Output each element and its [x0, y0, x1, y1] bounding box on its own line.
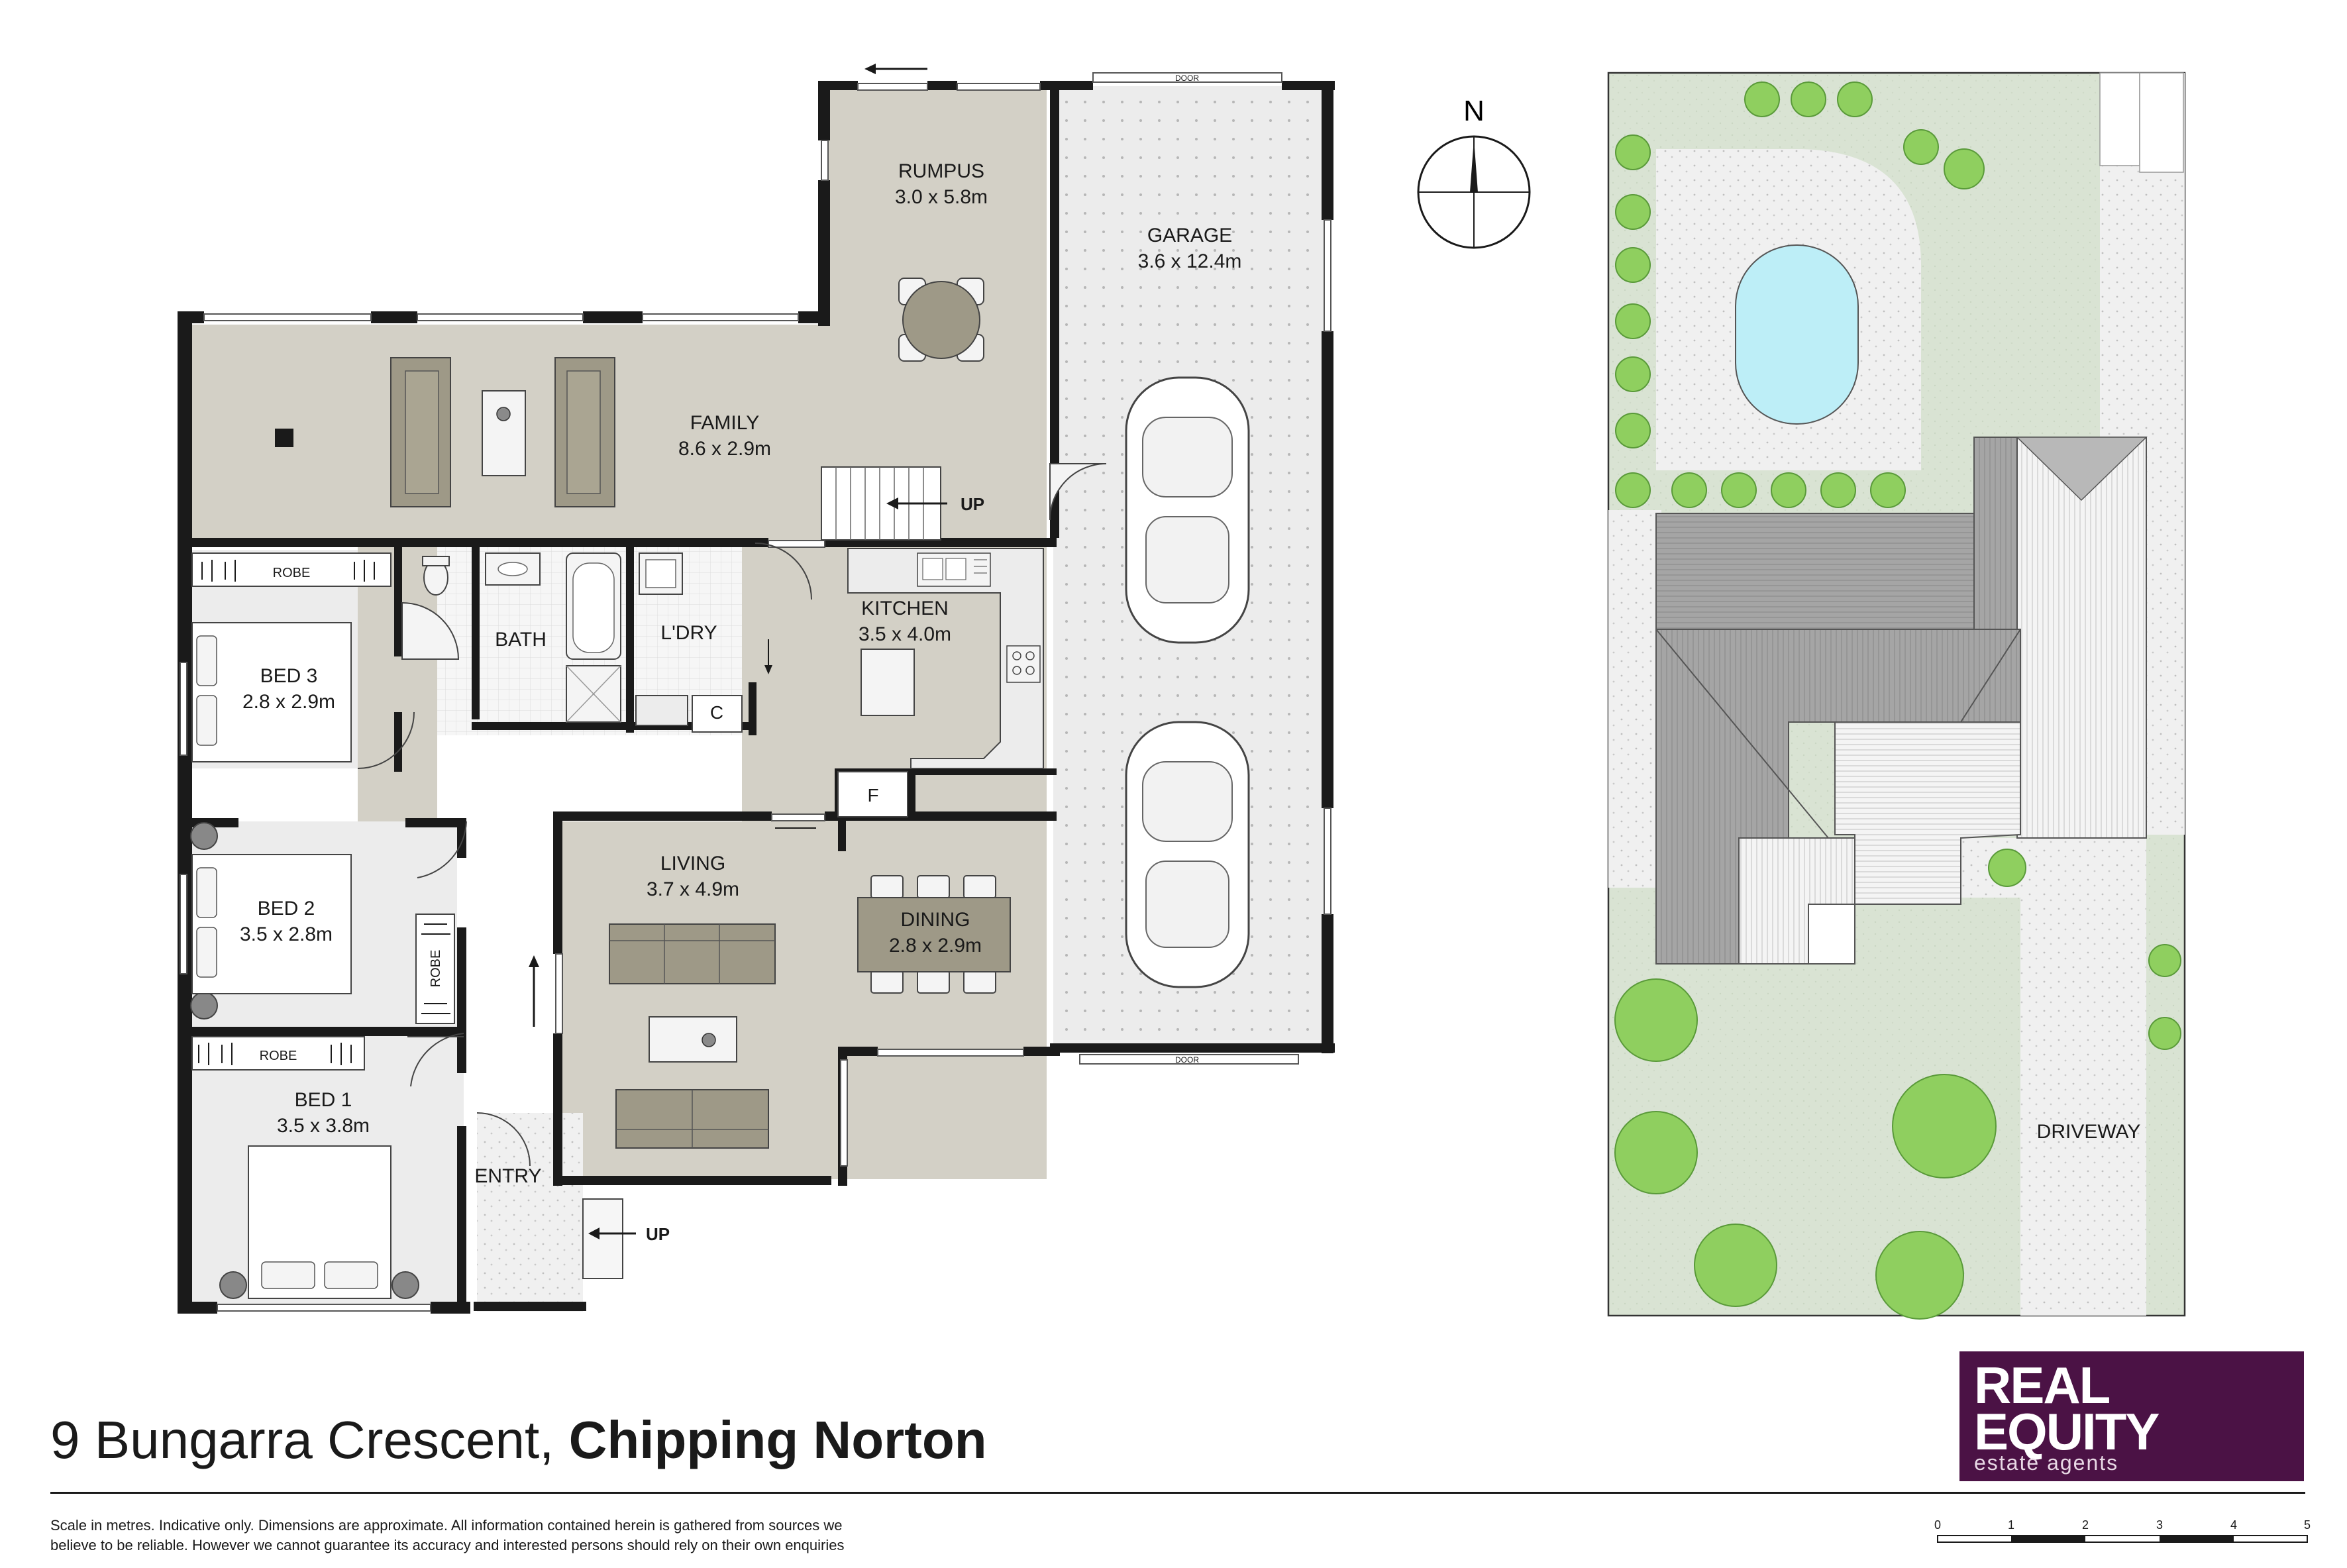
- entry-name: ENTRY: [474, 1165, 541, 1187]
- furniture: [190, 278, 1250, 1299]
- scale-tick-1: 1: [2008, 1518, 2014, 1532]
- bed1-name: BED 1: [295, 1089, 352, 1111]
- garage-door-label-top: DOOR: [1175, 74, 1199, 83]
- living-name: LIVING: [660, 853, 725, 874]
- bath-name: BATH: [495, 629, 547, 651]
- car-top: [1125, 376, 1250, 644]
- car-bottom: [1125, 721, 1250, 988]
- pool: [1735, 244, 1859, 425]
- bed2-robe-label: ROBE: [429, 950, 443, 988]
- bed2-name: BED 2: [258, 898, 315, 919]
- agency-logo-tagline: estate agents: [1974, 1451, 2119, 1475]
- scale-tick-2: 2: [2082, 1518, 2089, 1532]
- driveway-label: DRIVEWAY: [2037, 1121, 2141, 1143]
- kitchen-name: KITCHEN: [861, 598, 949, 619]
- dining-name: DINING: [901, 909, 970, 931]
- entry-floor: [477, 1113, 583, 1312]
- family-dims: 8.6 x 2.9m: [678, 438, 771, 460]
- roof: [1655, 437, 2148, 965]
- cupboard-label: C: [710, 702, 723, 723]
- fridge-label: F: [867, 785, 878, 806]
- rumpus-table: [898, 278, 984, 362]
- door-swings: [357, 463, 1107, 1167]
- footer-divider: [50, 1492, 2305, 1494]
- family-name: FAMILY: [690, 412, 759, 434]
- garage-door-label-bottom: DOOR: [1175, 1055, 1199, 1065]
- disclaimer-line1: Scale in metres. Indicative only. Dimens…: [50, 1517, 843, 1534]
- agency-logo-line1: REAL: [1974, 1356, 2111, 1414]
- property-address: 9 Bungarra Crescent, Chipping Norton: [50, 1410, 987, 1471]
- side-path-left: [1608, 510, 1661, 888]
- bed3-robe-label: ROBE: [273, 566, 311, 580]
- north-compass-icon: N: [1417, 95, 1531, 249]
- agency-logo-line2: EQUITY: [1974, 1402, 2160, 1461]
- rumpus-dims: 3.0 x 5.8m: [895, 186, 988, 208]
- scale-tick-0: 0: [1934, 1518, 1941, 1532]
- trees: [1614, 81, 2181, 1320]
- rumpus-stairs-up-label: UP: [961, 494, 984, 514]
- disclaimer-line2: believe to be reliable. However we canno…: [50, 1537, 845, 1553]
- driveway: [2020, 835, 2146, 1316]
- bed2-dims: 3.5 x 2.8m: [240, 923, 333, 945]
- rumpus-name: RUMPUS: [898, 160, 984, 182]
- bed1-robe-label: ROBE: [260, 1049, 297, 1063]
- garage-dims: 3.6 x 12.4m: [1138, 250, 1242, 272]
- scale-tick-3: 3: [2156, 1518, 2163, 1532]
- compass-label: N: [1463, 95, 1485, 127]
- address-street: 9 Bungarra Crescent,: [50, 1410, 569, 1469]
- bed1-dims: 3.5 x 3.8m: [277, 1115, 370, 1137]
- address-suburb: Chipping Norton: [568, 1410, 987, 1469]
- entry-up-label: UP: [646, 1224, 670, 1244]
- laundry-name: L'DRY: [660, 622, 717, 644]
- garage-name: GARAGE: [1147, 225, 1232, 246]
- dining-dims: 2.8 x 2.9m: [889, 935, 982, 957]
- scale-tick-4: 4: [2230, 1518, 2237, 1532]
- bed3-dims: 2.8 x 2.9m: [242, 691, 335, 713]
- living-dims: 3.7 x 4.9m: [647, 878, 739, 900]
- rumpus-stairs: [821, 466, 947, 541]
- site-plan: DRIVEWAY: [1607, 72, 2186, 1320]
- kitchen-dims: 3.5 x 4.0m: [859, 623, 951, 645]
- robe-hatching: [198, 560, 450, 1065]
- house-floor-plan: DOOR DOOR: [178, 64, 1335, 1314]
- bed3-name: BED 3: [260, 665, 318, 687]
- disclaimer: Scale in metres. Indicative only. Dimens…: [50, 1516, 1044, 1555]
- sliding-door-arrow-icon: [864, 64, 927, 74]
- agency-logo: REAL EQUITY estate agents: [1959, 1351, 2304, 1481]
- scale-bar: 0 1 2 3 4 5: [1934, 1518, 2311, 1543]
- porch-step: [582, 1198, 623, 1279]
- windows: [180, 72, 1331, 1312]
- scale-tick-5: 5: [2304, 1518, 2311, 1532]
